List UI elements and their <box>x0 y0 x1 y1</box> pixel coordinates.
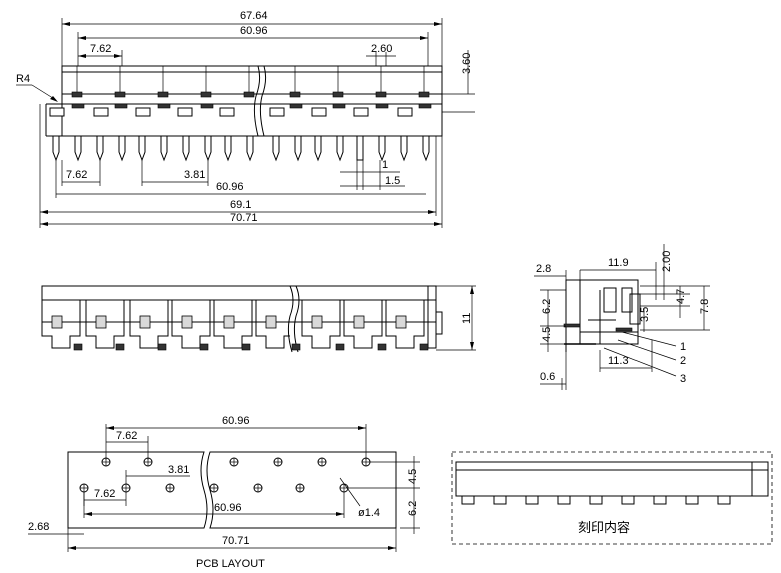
pcb-dim-4-5: 4.5 <box>407 469 419 484</box>
dim-60-96-top: 60.96 <box>240 25 268 37</box>
callout-2: 2 <box>680 355 686 367</box>
dim-11-9: 11.9 <box>608 257 629 269</box>
pcb-caption: PCB LAYOUT <box>196 558 265 570</box>
dim-11-3: 11.3 <box>608 355 629 367</box>
dim-2-00: 2.00 <box>661 251 673 272</box>
front-view: 11 <box>41 285 476 353</box>
dim-11: 11 <box>461 313 473 324</box>
dim-4-7: 4.7 <box>675 289 687 304</box>
top-view: 67.64 60.96 7.62 2.60 R4 <box>16 10 475 228</box>
contact-row-lower <box>49 103 432 117</box>
dim-7-8: 7.8 <box>699 299 711 314</box>
dim-6-2: 6.2 <box>541 299 553 314</box>
pcb-dim-60-96-top: 60.96 <box>222 415 250 427</box>
radius-r4: R4 <box>16 73 30 85</box>
dim-60-96-bottom: 60.96 <box>216 181 244 193</box>
dim-2-60: 2.60 <box>371 43 392 55</box>
dim-1-5: 1.5 <box>385 175 400 187</box>
dim-0-6: 0.6 <box>540 371 555 383</box>
pcb-dim-7-62-bottom: 7.62 <box>94 488 115 500</box>
pin-row <box>52 136 430 162</box>
front-contacts <box>51 315 429 351</box>
dim-3-5: 3.5 <box>639 307 651 322</box>
dim-4-5: 4.5 <box>541 327 553 342</box>
dim-2-8: 2.8 <box>536 263 551 275</box>
dim-3-60: 3.60 <box>461 53 473 74</box>
marking-box: 刻印内容 <box>451 451 773 545</box>
pcb-dim-6-2: 6.2 <box>407 501 419 516</box>
dim-69-1: 69.1 <box>230 199 251 211</box>
front-cells <box>41 300 425 349</box>
dim-67-64: 67.64 <box>240 10 268 22</box>
pcb-holes <box>79 457 371 493</box>
callout-3: 3 <box>680 373 686 385</box>
dim-3-81: 3.81 <box>184 169 205 181</box>
pcb-layout: 60.96 7.62 3.81 7.62 60.96 ø1.4 4.5 6.2 … <box>28 415 420 570</box>
pcb-dim-3-81: 3.81 <box>168 464 189 476</box>
side-view: 2.8 11.9 2.00 4.7 7.8 3.5 6.2 4.5 11.3 0… <box>534 244 711 390</box>
dim-1: 1 <box>382 159 388 171</box>
pcb-dim-70-71: 70.71 <box>222 535 250 547</box>
pcb-dim-2-68: 2.68 <box>28 521 49 533</box>
pcb-dim-60-96-bottom: 60.96 <box>214 502 242 514</box>
pcb-dim-hole: ø1.4 <box>358 507 380 519</box>
marking-label: 刻印内容 <box>578 520 630 536</box>
pcb-dim-7-62-top: 7.62 <box>116 430 137 442</box>
callout-1: 1 <box>680 341 686 353</box>
dim-7-62-top: 7.62 <box>90 43 111 55</box>
dim-7-62-bottom: 7.62 <box>66 169 87 181</box>
marking-teeth <box>461 496 731 505</box>
dim-70-71: 70.71 <box>230 212 258 224</box>
contact-row-upper <box>71 66 430 98</box>
